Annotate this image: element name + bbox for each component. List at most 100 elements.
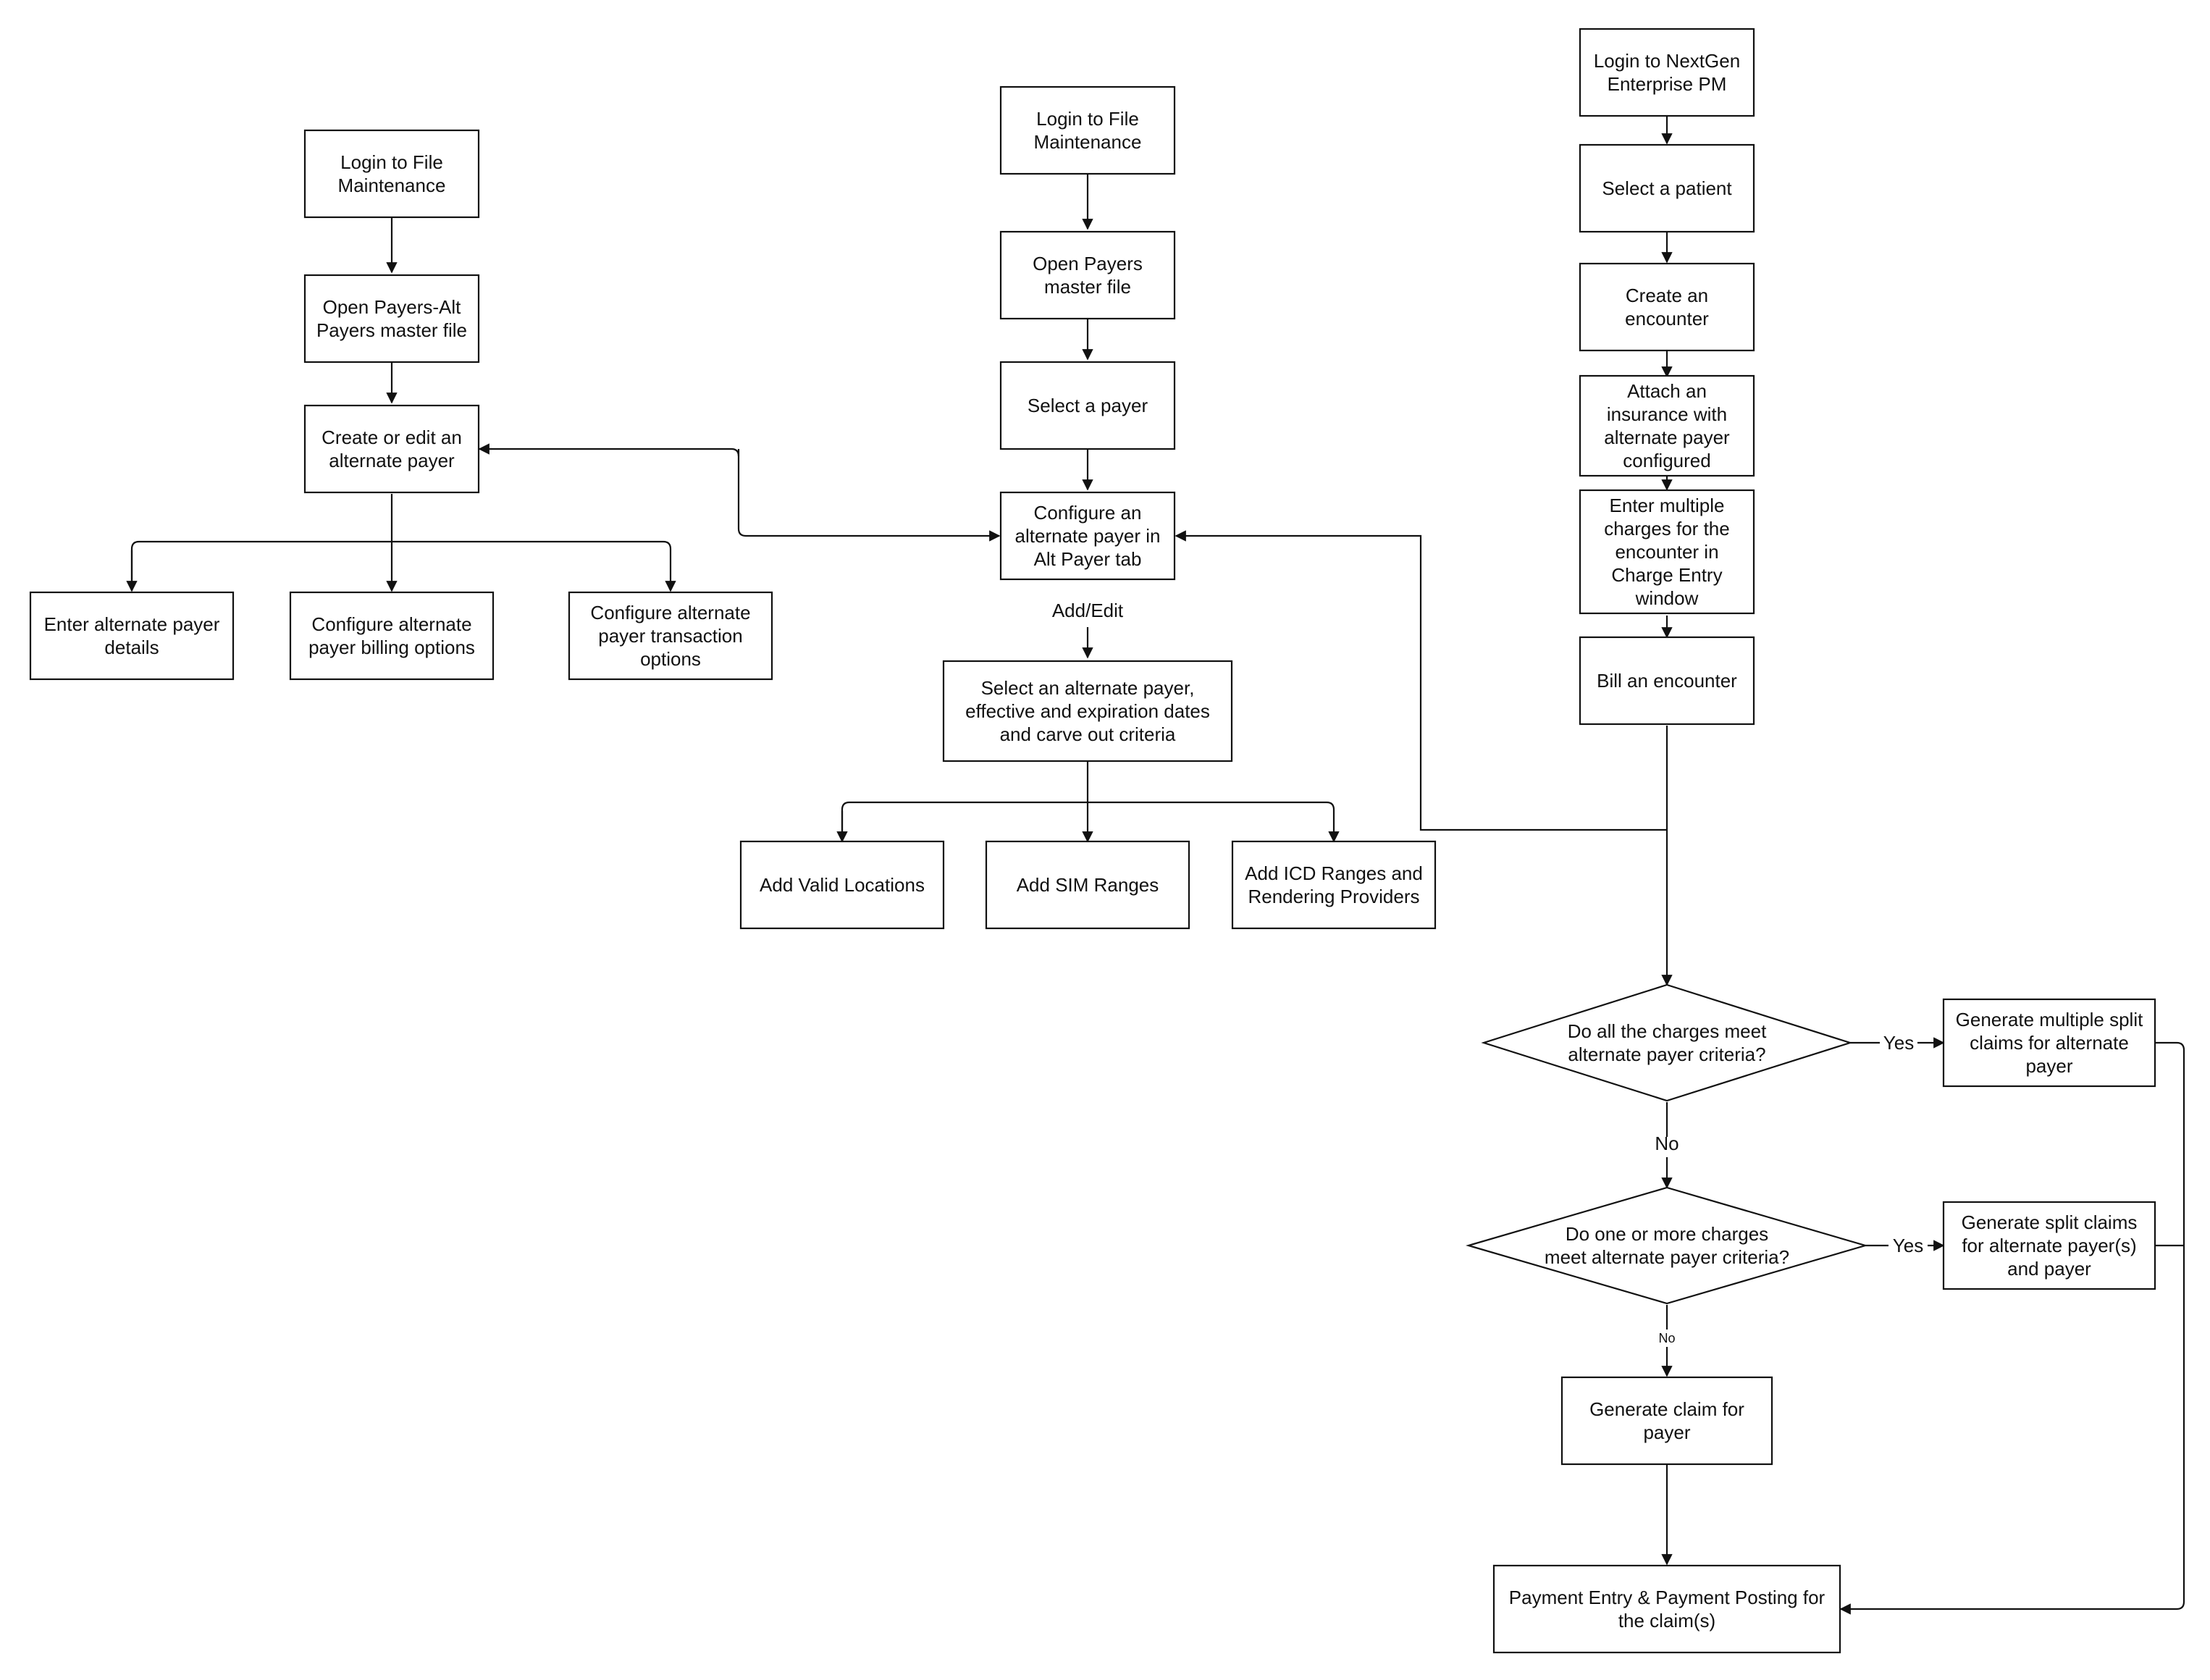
node-label: Bill an encounter [1597, 670, 1737, 692]
decision-shape [1466, 1186, 1868, 1305]
node-bill-encounter: Bill an encounter [1579, 636, 1755, 726]
node-label-line: Login to NextGen [1594, 50, 1740, 72]
node-label-line: Payers master file [316, 319, 467, 341]
node-label-line: details [104, 637, 159, 658]
node-label-line: Login to File [1036, 108, 1139, 130]
node-label: Select a patient [1602, 177, 1732, 199]
node-shape [999, 230, 1176, 320]
node-label-line: Enterprise PM [1608, 73, 1727, 95]
node-shape [942, 660, 1233, 763]
node-select-patient: Select a patient [1579, 143, 1755, 233]
node-label-line: Configure alternate [590, 602, 750, 623]
node-label: Add SIM Ranges [1017, 874, 1159, 896]
node-shape [1942, 998, 2156, 1088]
node-shape [1579, 489, 1755, 615]
node-shape [1579, 636, 1755, 726]
node-label-line: and payer [2007, 1258, 2091, 1280]
node-select-alt-payer-dates: Select an alternate payer,effective and … [942, 660, 1233, 763]
node-shape [568, 591, 773, 681]
node-label-line: configured [1623, 450, 1710, 471]
node-label-line: payer [2025, 1055, 2072, 1077]
node-label-line: Create an [1626, 285, 1708, 306]
node-label-line: insurance with [1607, 403, 1727, 425]
node-shape [985, 840, 1190, 930]
node-label-line: Login to File [340, 151, 443, 173]
arrow-gen-multiple-to-bus [1839, 1041, 2185, 1615]
node-label-line: Create or edit an [322, 427, 462, 448]
arrow-bill-to-config-tab [1175, 530, 1667, 831]
node-label-line: Bill an encounter [1597, 670, 1737, 692]
node-label-line: effective and expiration dates [965, 700, 1210, 722]
node-label-line: Select a payer [1028, 395, 1148, 416]
node-label-line: Do all the charges meet [1568, 1020, 1767, 1042]
label-add-edit: Add/Edit [1052, 600, 1124, 621]
node-label-line: for alternate payer(s) [1962, 1235, 2136, 1256]
node-label-line: payer billing options [308, 637, 475, 658]
arrow-to-create-edit-alt-payer [478, 443, 740, 457]
node-shape [1231, 840, 1437, 930]
node-label-line: alternate payer [329, 450, 455, 471]
node-shape [1579, 262, 1755, 352]
node-label-line: alternate payer in [1015, 525, 1161, 547]
node-label-line: Add ICD Ranges and [1245, 862, 1423, 884]
node-label-line: encounter [1625, 308, 1709, 329]
node-add-sim-ranges: Add SIM Ranges [985, 840, 1190, 930]
node-shape [999, 491, 1176, 581]
node-select-payer: Select a payer [999, 361, 1176, 450]
node-label-line: Generate multiple split [1956, 1009, 2143, 1030]
node-label-line: Configure alternate [311, 613, 471, 635]
node-shape [1942, 1201, 2156, 1290]
node-shape [303, 274, 480, 364]
node-label-line: charges for the [1604, 518, 1729, 539]
node-label-line: Payment Entry & Payment Posting for [1509, 1587, 1825, 1608]
node-label-line: Generate split claims [1962, 1211, 2138, 1233]
node-label-line: Add Valid Locations [760, 874, 925, 896]
node-label-line: Enter alternate payer [44, 613, 220, 635]
node-label-line: Alt Payer tab [1034, 548, 1142, 570]
node-label-line: Maintenance [338, 175, 446, 196]
node-label-line: Attach an [1627, 380, 1707, 402]
node-label-line: alternate payer criteria? [1568, 1043, 1765, 1065]
connectors [126, 116, 2185, 1615]
node-label-line: Select an alternate payer, [981, 677, 1195, 699]
node-label-line: window [1635, 587, 1699, 609]
node-shape [1492, 1564, 1841, 1654]
branch-horizontal-left [130, 540, 676, 592]
node-label-line: Generate claim for [1589, 1398, 1744, 1420]
node-label-line: Configure an [1034, 502, 1142, 524]
node-label: Select an alternate payer,effective and … [965, 677, 1210, 745]
node-label-line: Add SIM Ranges [1017, 874, 1159, 896]
node-shape [999, 85, 1176, 175]
node-label-line: options [640, 648, 701, 670]
node-label-line: Open Payers-Alt [323, 296, 462, 318]
node-label-line: Enter multiple [1610, 495, 1725, 516]
